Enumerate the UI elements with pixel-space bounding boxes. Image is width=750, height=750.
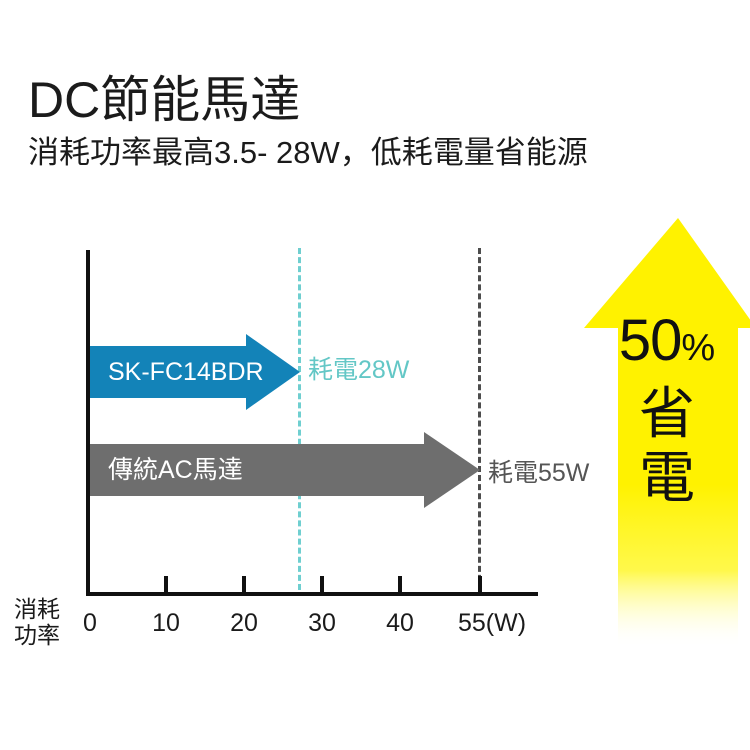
x-tick-mark [320, 576, 324, 594]
y-axis-line [86, 250, 90, 596]
x-axis-line [86, 592, 538, 596]
x-tick-mark [398, 576, 402, 594]
x-tick-label-10: 10 [152, 609, 180, 637]
x-tick-label-30: 30 [308, 609, 336, 637]
bar-arrow-shape-gray [86, 432, 480, 508]
guide-line-55w [478, 248, 481, 590]
x-tick-label-40: 40 [386, 609, 414, 637]
guide-line-28w [298, 248, 301, 590]
axis-caption-line1: 消耗 [14, 596, 60, 622]
x-tick-label-55: 55(W) [457, 609, 527, 637]
bar-sk-fc14bdr: SK-FC14BDR [86, 334, 300, 410]
value-label-28w: 耗電28W [308, 356, 410, 384]
savings-arrow-shape [584, 218, 750, 648]
value-label-55w: 耗電55W [488, 459, 590, 487]
x-tick-mark [164, 576, 168, 594]
x-tick-mark [478, 576, 482, 594]
x-tick-label-0: 0 [83, 609, 97, 637]
heading-block: DC節能馬達 消耗功率最高3.5- 28W，低耗電量省能源 [28, 72, 728, 172]
page-title: DC節能馬達 [28, 72, 301, 128]
axis-caption: 消耗 功率 [14, 596, 80, 648]
x-tick-mark [86, 576, 90, 594]
x-tick-mark [242, 576, 246, 594]
axis-caption-line2: 功率 [14, 622, 60, 648]
bar-arrow-shape-blue [86, 334, 300, 410]
savings-arrow-up-icon [578, 214, 750, 648]
x-tick-label-20: 20 [230, 609, 258, 637]
page-subtitle: 消耗功率最高3.5- 28W，低耗電量省能源 [28, 135, 588, 170]
bar-traditional-ac-motor: 傳統AC馬達 [86, 432, 480, 508]
